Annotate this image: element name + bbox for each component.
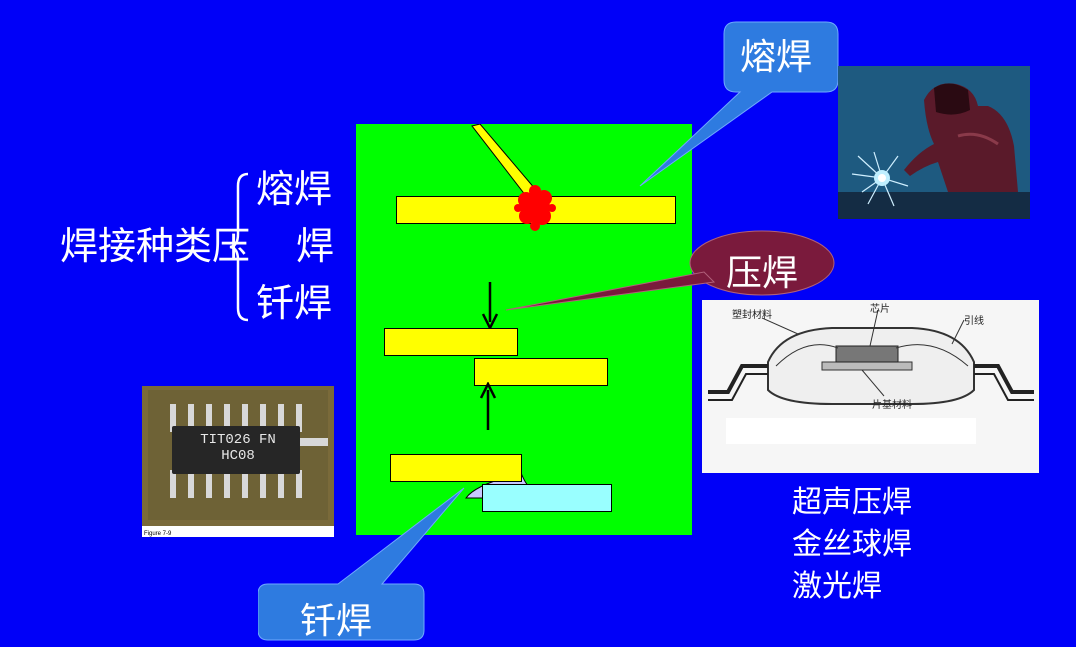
brazing-upper-bar: [390, 454, 522, 482]
brace-icon: [229, 172, 249, 322]
pressure-callout-label: 压焊: [726, 253, 799, 294]
package-cross-section: 塑封材料 芯片 引线 片基材料: [702, 300, 1039, 473]
chip-marking: TIT026 FN HC08: [180, 432, 296, 464]
chip-photo: TIT026 FN HC08 Figure 7-9: [142, 386, 334, 537]
chip-marking-line2: HC08: [221, 448, 255, 464]
pressure-upper-bar: [384, 328, 518, 356]
welding-types-main: 焊接种类: [60, 224, 213, 268]
weld-spark-icon: [514, 185, 556, 231]
label-chip: 芯片: [870, 304, 890, 315]
method-laser: 激光焊: [792, 569, 882, 604]
press-down-arrow-icon: [481, 282, 499, 331]
pressure-callout-shape: [505, 230, 835, 311]
type-pressure-welding: 焊: [296, 224, 335, 268]
method-ultrasonic: 超声压焊: [792, 485, 912, 520]
fusion-callout-shape: [639, 21, 839, 187]
fusion-callout-label: 熔焊: [740, 37, 813, 78]
brazing-callout-shape: [258, 487, 465, 641]
label-substrate: 片基材料: [872, 400, 912, 411]
welding-types-label: 焊接种类压: [60, 224, 250, 268]
type-fusion-welding: 熔焊: [256, 167, 333, 211]
chip-illustration: [142, 386, 334, 526]
brazing-callout-label: 钎焊: [300, 601, 373, 642]
chip-marking-line1: TIT026 FN: [200, 432, 276, 448]
type-brazing: 钎焊: [256, 281, 333, 325]
figure-caption: Figure 7-9: [144, 531, 172, 537]
label-molding-compound: 塑封材料: [732, 310, 772, 321]
press-up-arrow-icon: [479, 382, 497, 430]
welding-diagram-panel: [356, 124, 692, 535]
package-diagram-drawing: [702, 300, 1039, 473]
welder-illustration: [838, 66, 1030, 219]
label-lead: 引线: [964, 316, 984, 327]
method-gold-ball: 金丝球焊: [792, 527, 912, 562]
brazing-lower-bar: [482, 484, 612, 512]
pressure-lower-bar: [474, 358, 608, 386]
welder-photo: [838, 66, 1030, 219]
pressure-welding-methods-list: 超声压焊 金丝球焊 激光焊: [792, 482, 912, 608]
